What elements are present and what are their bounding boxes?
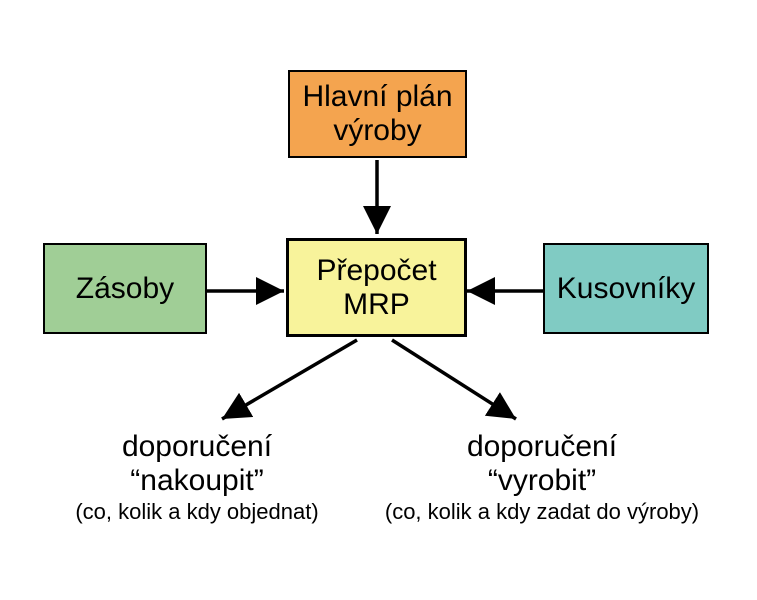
output-buy-line1: doporučení: [121, 430, 273, 463]
arrow-mrp-to-make-icon: [391, 338, 517, 421]
output-make-recommendation: doporučení “vyrobit” (co, kolik a kdy za…: [362, 430, 722, 526]
arrow-mrp-to-buy-icon: [221, 338, 358, 421]
node-bill-of-materials-label: Kusovníky: [556, 271, 696, 305]
output-make-line1: doporučení: [466, 430, 618, 463]
node-main-production-plan-label: Hlavní plán výroby: [302, 80, 453, 147]
output-buy-recommendation: doporučení “nakoupit” (co, kolik a kdy o…: [32, 430, 362, 526]
output-make-line2: “vyrobit”: [487, 464, 597, 497]
output-make-note: (co, kolik a kdy zadat do výroby): [384, 499, 700, 524]
node-inventory-label: Zásoby: [75, 271, 175, 305]
node-mrp-calculation: Přepočet MRP: [286, 238, 467, 337]
node-main-production-plan: Hlavní plán výroby: [288, 70, 467, 158]
node-bill-of-materials: Kusovníky: [543, 243, 709, 334]
node-mrp-calculation-label: Přepočet MRP: [316, 253, 437, 321]
output-buy-line2: “nakoupit”: [130, 464, 264, 497]
output-buy-note: (co, kolik a kdy objednat): [75, 499, 319, 524]
node-inventory: Zásoby: [43, 243, 207, 334]
